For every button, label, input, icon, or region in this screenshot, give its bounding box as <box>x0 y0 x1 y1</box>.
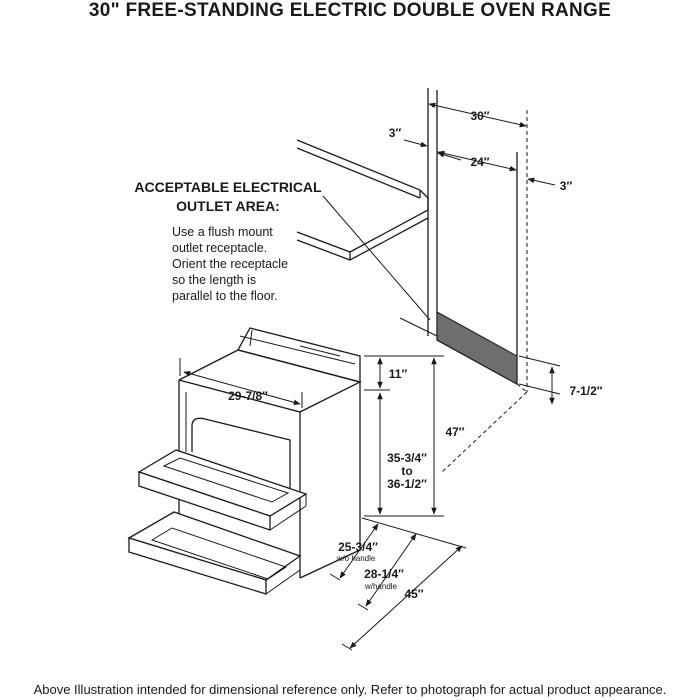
outlet-leader-line <box>322 195 431 321</box>
outlet-instruction-line: Use a flush mount <box>172 225 273 239</box>
dim-total-height: 47″ <box>445 425 464 439</box>
dim-depth-no-handle: 25-3/4″ <box>338 540 378 554</box>
outlet-area-heading-line1: ACCEPTABLE ELECTRICAL <box>134 179 322 195</box>
dim-opening-width: 30″ <box>470 109 489 123</box>
cabinet-opening <box>399 88 528 473</box>
countertop <box>296 139 429 261</box>
dim-outlet-height: 7-1/2″ <box>569 384 602 398</box>
dim-cooktop-height-to: to <box>401 464 412 478</box>
outlet-area <box>436 311 518 385</box>
dim-right-clearance: 3″ <box>560 179 573 193</box>
outlet-instruction-line: so the length is <box>172 273 256 287</box>
lower-oven-door <box>127 511 302 595</box>
dimension-lines <box>179 102 561 651</box>
outlet-area-heading-line2: OUTLET AREA: <box>176 198 280 214</box>
dim-top-width: 29-7/8″ <box>228 389 268 403</box>
dim-depth-no-handle-note: w/o handle <box>336 554 376 563</box>
dim-left-clearance: 3″ <box>389 126 402 140</box>
footer-disclaimer: Above Illustration intended for dimensio… <box>33 682 667 697</box>
outlet-instruction-line: outlet receptacle. <box>172 241 267 255</box>
page-title: 30" FREE-STANDING ELECTRIC DOUBLE OVEN R… <box>88 0 612 21</box>
dim-backguard-height: 11″ <box>389 367 408 381</box>
dim-cooktop-height-max: 36-1/2″ <box>387 477 427 491</box>
dim-depth-with-handle-note: w/handle <box>364 582 398 591</box>
outlet-instruction-line: parallel to the floor. <box>172 289 278 303</box>
dim-depth-with-handle: 28-1/4″ <box>364 567 404 581</box>
dim-cooktop-height-min: 35-3/4″ <box>387 451 427 465</box>
dim-depth-door-open: 45″ <box>404 587 423 601</box>
upper-oven-door <box>137 449 308 531</box>
dim-outlet-width: 24″ <box>470 155 489 169</box>
outlet-instruction-line: Orient the receptacle <box>172 257 288 271</box>
